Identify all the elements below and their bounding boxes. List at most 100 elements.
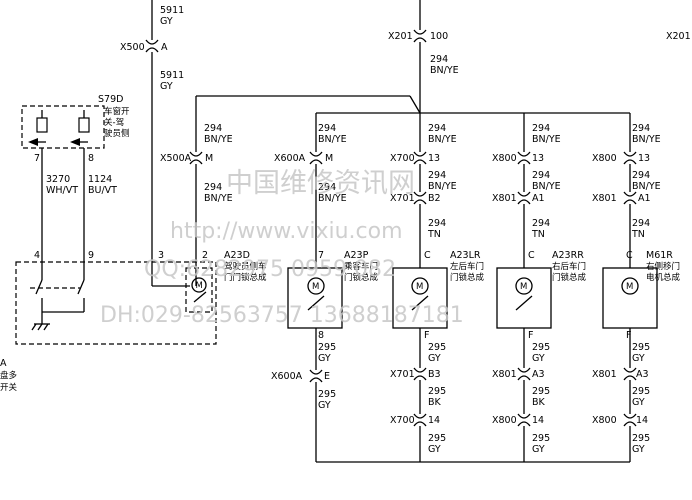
wire-number: 5911 xyxy=(160,5,184,16)
watermark-line: http://www.vixiu.com xyxy=(170,219,403,244)
wire-number: 295 xyxy=(632,433,650,444)
component-name: 开关 xyxy=(0,382,18,393)
pin-label: A3 xyxy=(532,369,545,380)
svg-text:M: M xyxy=(312,282,319,292)
connector-label: X701 xyxy=(390,369,415,380)
pin-label: 14 xyxy=(636,415,648,426)
pin-label: 8 xyxy=(318,330,324,341)
wire-number: 294 xyxy=(428,170,446,181)
wire-color: BN/YE xyxy=(428,181,457,192)
wire-number: 294 xyxy=(318,182,336,193)
svg-text:M: M xyxy=(416,282,423,292)
wire-number: 294 xyxy=(428,123,446,134)
wire-color: GY xyxy=(632,444,645,455)
wire-number: 1124 xyxy=(88,174,112,185)
wire-color: BK xyxy=(428,397,442,408)
component-name: 乘客车门 xyxy=(344,261,378,272)
wire-color: GY xyxy=(428,444,441,455)
component-ref: A23D xyxy=(224,250,250,261)
wire-color: TN xyxy=(631,229,645,240)
connector-label: X800 xyxy=(492,415,517,426)
component-name: 门门锁总成 xyxy=(224,272,267,283)
actuator-boxes: M M M M M xyxy=(185,267,658,329)
connector-label: X500A xyxy=(160,153,192,164)
wire-number: 294 xyxy=(204,182,222,193)
wire-number: 295 xyxy=(532,342,550,353)
wire-number: 294 xyxy=(532,218,550,229)
wire-color: BN/YE xyxy=(532,181,561,192)
pin-label: 14 xyxy=(428,415,440,426)
connector-label: X801 xyxy=(592,369,617,380)
wire-color: GY xyxy=(428,353,441,364)
wire-color: GY xyxy=(532,353,545,364)
wire-color: BN/YE xyxy=(318,134,347,145)
pin-label: 8 xyxy=(88,153,94,164)
component-name: 电机总成 xyxy=(646,272,681,283)
connector-label: X700 xyxy=(390,153,415,164)
pin-label: F xyxy=(626,330,631,341)
component-name: 驶员侧 xyxy=(104,128,130,139)
wire-color: BN/YE xyxy=(532,134,561,145)
svg-text:M: M xyxy=(196,281,203,291)
wire-color: BU/VT xyxy=(88,185,117,196)
wire-number: 294 xyxy=(632,123,650,134)
component-ref: A23LR xyxy=(450,250,481,261)
pin-label: 4 xyxy=(34,250,40,261)
wire-color: BN/YE xyxy=(204,134,233,145)
component-name: 门锁总成 xyxy=(344,272,379,283)
pin-label: 9 xyxy=(88,250,94,261)
wire-color: BN/YE xyxy=(430,65,459,76)
wire-color: BK xyxy=(532,397,546,408)
wire-color: BN/YE xyxy=(318,193,347,204)
wire-number: 294 xyxy=(532,170,550,181)
connector-label: X600A xyxy=(271,371,303,382)
wire-color: BN/YE xyxy=(632,181,661,192)
connector-label: X801 xyxy=(492,369,517,380)
component-ref: A xyxy=(0,358,7,369)
pin-label: C xyxy=(528,250,535,261)
pin-label: E xyxy=(324,371,330,382)
svg-text:M: M xyxy=(520,282,527,292)
switch-s79d xyxy=(21,105,105,149)
wire-number: 3270 xyxy=(46,174,70,185)
wire-number: 295 xyxy=(632,386,650,397)
wire-number: 294 xyxy=(204,123,222,134)
pin-label: M xyxy=(205,153,213,164)
component-name: 车窗开 xyxy=(104,106,130,117)
pin-label: A3 xyxy=(636,369,649,380)
pin-label: A1 xyxy=(638,193,651,204)
wire-number: 295 xyxy=(532,433,550,444)
wire-number: 294 xyxy=(632,170,650,181)
wire-color: TN xyxy=(427,229,441,240)
pin-label: 100 xyxy=(430,31,448,42)
watermark-line: QQ:6282975 0959 082 xyxy=(144,257,396,282)
wire-color: GY xyxy=(160,81,173,92)
wire-number: 295 xyxy=(428,386,446,397)
pin-label: A1 xyxy=(532,193,545,204)
wire-color: TN xyxy=(531,229,545,240)
component-name: 右后车门 xyxy=(552,261,586,272)
pin-label: F xyxy=(424,330,429,341)
svg-text:M: M xyxy=(626,282,633,292)
wire-number: 294 xyxy=(428,218,446,229)
wire-number: 294 xyxy=(632,218,650,229)
wire-color: GY xyxy=(532,444,545,455)
wire-color: WH/VT xyxy=(46,185,78,196)
pin-label: C xyxy=(626,250,633,261)
wire-color: GY xyxy=(318,400,331,411)
component-ref: S79D xyxy=(98,94,123,105)
wire-color: BN/YE xyxy=(632,134,661,145)
wire-color: GY xyxy=(632,353,645,364)
connector-symbols xyxy=(145,29,637,427)
wire-color: GY xyxy=(160,16,173,27)
pin-label: 7 xyxy=(34,153,40,164)
component-name: 门锁总成 xyxy=(450,272,485,283)
wire-number: 295 xyxy=(428,433,446,444)
wire-number: 294 xyxy=(532,123,550,134)
wire-number: 5911 xyxy=(160,70,184,81)
pin-label: 13 xyxy=(638,153,650,164)
connector-label: X800 xyxy=(592,153,617,164)
pin-label: 3 xyxy=(158,250,164,261)
